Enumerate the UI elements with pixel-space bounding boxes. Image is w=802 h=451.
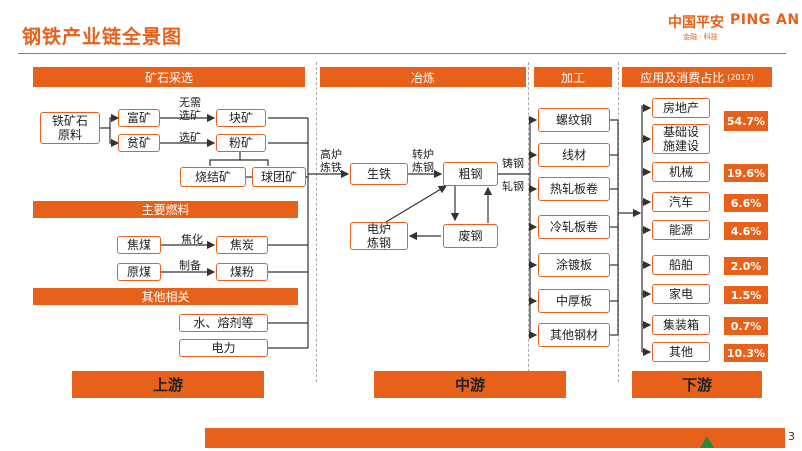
page-number: 3 xyxy=(788,430,795,443)
pct-ship: 2.0% xyxy=(724,257,768,275)
node-fines-ore: 粉矿 xyxy=(216,134,266,152)
stage-downstream: 下游 xyxy=(632,371,762,398)
node-pig-iron: 生铁 xyxy=(350,163,408,185)
header-smelt: 冶炼 xyxy=(320,67,526,87)
logo-cn: 中国平安 xyxy=(668,15,724,31)
header-apply-year: (2017) xyxy=(727,72,754,82)
header-other: 其他相关 xyxy=(33,288,298,305)
node-process-2: 热轧板卷 xyxy=(538,177,610,201)
header-fuel: 主要燃料 xyxy=(33,201,298,218)
node-water-flux: 水、熔剂等 xyxy=(179,314,268,332)
header-ore: 矿石采选 xyxy=(33,67,305,87)
logo-en: PING AN xyxy=(730,12,800,28)
node-app-energy: 能源 xyxy=(652,220,710,240)
label-dressing: 选矿 xyxy=(179,131,201,144)
label-rolling: 轧钢 xyxy=(502,180,524,193)
node-crude-steel: 粗钢 xyxy=(443,162,498,186)
node-app-appliance: 家电 xyxy=(652,284,710,304)
pct-auto: 6.6% xyxy=(724,194,768,212)
label-blast-furnace: 高炉 炼铁 xyxy=(320,148,342,174)
node-coking-coal: 焦煤 xyxy=(117,236,161,254)
header-apply: 应用及消费占比 (2017) xyxy=(622,67,772,87)
label-converter: 转炉 炼钢 xyxy=(412,148,434,174)
label-no-dressing: 无需 选矿 xyxy=(179,96,201,122)
node-process-4: 涂镀板 xyxy=(538,253,610,277)
node-eaf: 电炉 炼钢 xyxy=(350,222,408,250)
pct-energy: 4.6% xyxy=(724,222,768,240)
node-process-5: 中厚板 xyxy=(538,289,610,313)
node-app-auto: 汽车 xyxy=(652,192,710,212)
page-title: 钢铁产业链全景图 xyxy=(22,26,183,48)
pct-other: 10.3% xyxy=(724,344,768,362)
label-coking: 焦化 xyxy=(181,233,203,246)
node-app-infrastructure: 基础设 施建设 xyxy=(652,124,710,154)
node-pellet: 球团矿 xyxy=(252,167,306,187)
node-rich-ore: 富矿 xyxy=(118,109,160,127)
stage-midstream: 中游 xyxy=(374,371,566,398)
pct-container: 0.7% xyxy=(724,317,768,335)
footer-bar xyxy=(205,428,785,448)
node-poor-ore: 贫矿 xyxy=(118,134,160,152)
node-app-machinery: 机械 xyxy=(652,162,710,182)
label-casting: 铸钢 xyxy=(502,157,524,170)
node-lump-ore: 块矿 xyxy=(216,109,266,127)
header-process: 加工 xyxy=(534,67,612,87)
node-app-other: 其他 xyxy=(652,342,710,362)
node-process-1: 线材 xyxy=(538,143,610,167)
logo-sub: 金融 · 科技 xyxy=(683,33,718,41)
node-sinter: 烧结矿 xyxy=(180,167,246,187)
stage-upstream: 上游 xyxy=(72,371,264,398)
pct-machinery: 19.6% xyxy=(724,164,768,182)
node-raw-coal: 原煤 xyxy=(117,263,161,281)
node-app-container: 集装箱 xyxy=(652,315,710,335)
node-coke: 焦炭 xyxy=(216,236,268,254)
node-process-0: 螺纹钢 xyxy=(538,108,610,132)
node-power: 电力 xyxy=(179,339,268,357)
pct-real-estate-infra: 54.7% xyxy=(724,111,768,131)
node-process-3: 冷轧板卷 xyxy=(538,215,610,239)
node-app-ship: 船舶 xyxy=(652,255,710,275)
footer-tree-icon xyxy=(700,436,714,448)
node-app-real-estate: 房地产 xyxy=(652,98,710,118)
node-process-6: 其他钢材 xyxy=(538,323,610,347)
label-prepare: 制备 xyxy=(179,259,201,272)
header-apply-label: 应用及消费占比 xyxy=(640,70,725,85)
divider-mid-process xyxy=(528,62,529,382)
title-divider xyxy=(18,53,786,54)
node-coal-powder: 煤粉 xyxy=(216,263,268,281)
node-scrap: 废钢 xyxy=(443,224,498,248)
divider-up-mid xyxy=(316,62,317,382)
node-iron-ore: 铁矿石 原料 xyxy=(40,112,100,144)
pct-appliance: 1.5% xyxy=(724,286,768,304)
